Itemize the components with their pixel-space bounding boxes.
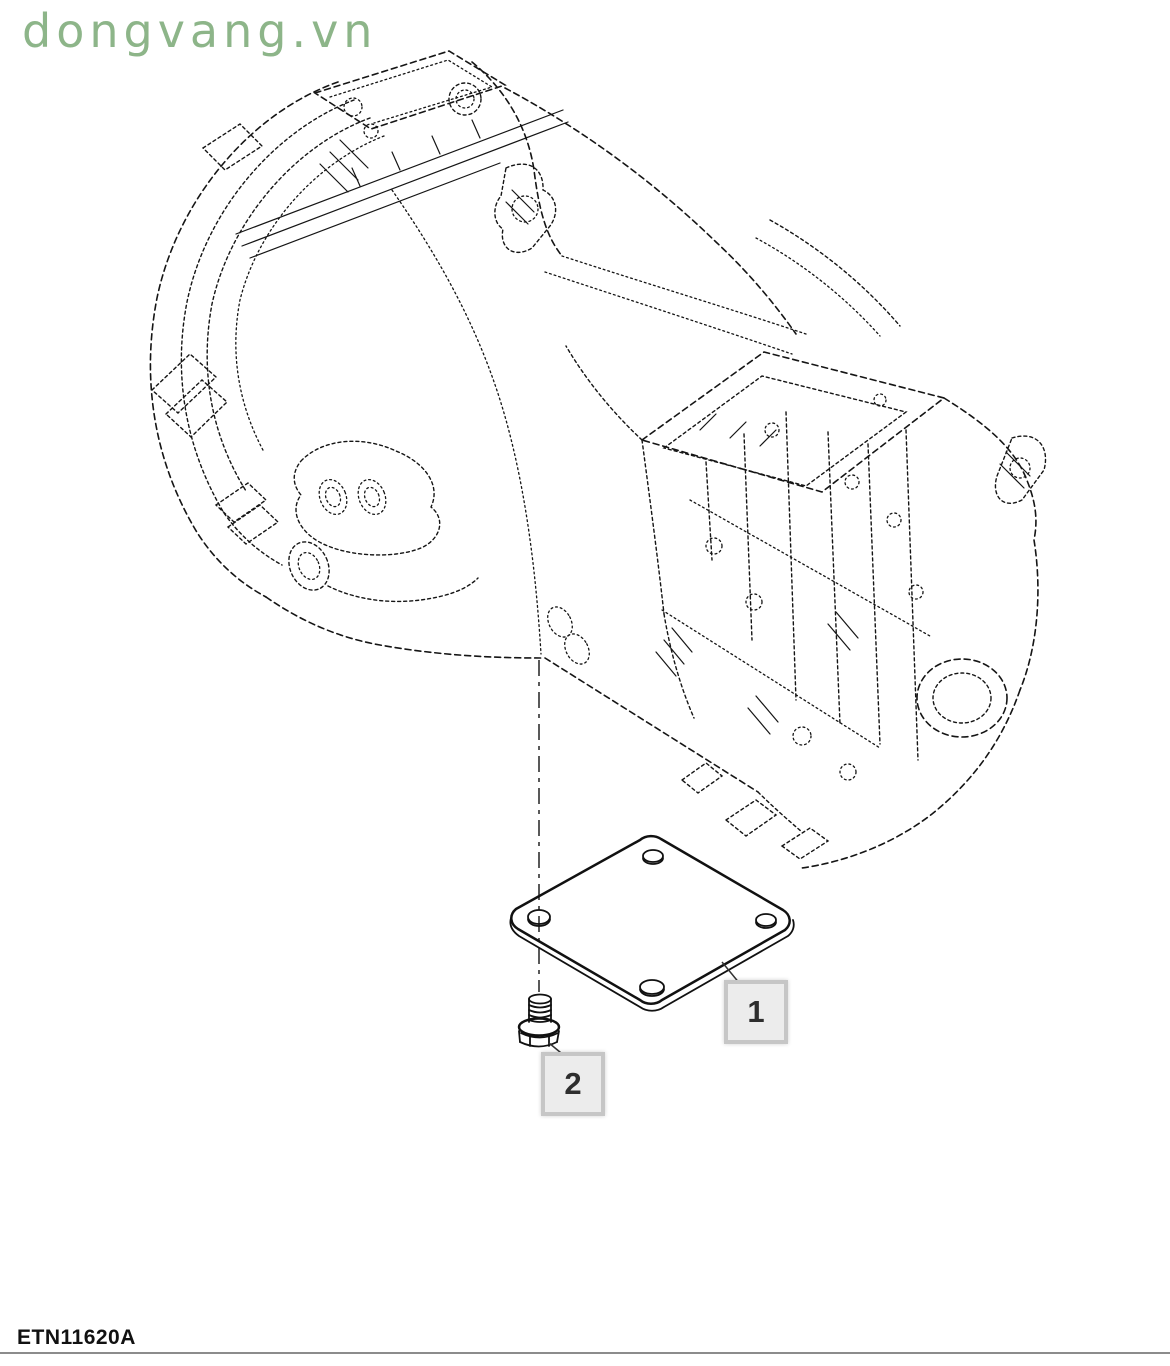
gearbox-housing-outline xyxy=(149,50,1047,869)
cover-plate xyxy=(509,834,795,1012)
bottom-rule-divider xyxy=(0,1352,1170,1354)
watermark-text: dongvang.vn xyxy=(22,4,378,58)
callout-1-label: 1 xyxy=(747,994,765,1029)
callout-box-2: 2 xyxy=(541,1052,605,1116)
callout-box-1: 1 xyxy=(724,980,788,1044)
drawing-code: ETN11620A xyxy=(17,1326,136,1349)
callout-2-label: 2 xyxy=(564,1066,582,1101)
flange-bolt xyxy=(517,993,561,1048)
